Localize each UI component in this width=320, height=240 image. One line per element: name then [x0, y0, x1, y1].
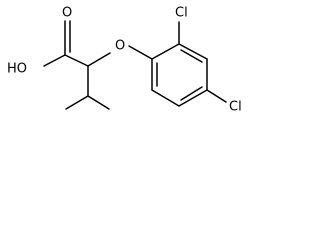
bond-ring-to-cl-para	[206, 89, 227, 103]
ring-double-c4-c5	[180, 86, 203, 101]
bond-isopropyl-methyl-left	[65, 95, 89, 110]
atom-label-chlorine-para: Cl	[229, 100, 242, 115]
ring-bond-c1-c2	[151, 43, 180, 60]
bond-isopropyl-methyl-right	[87, 95, 110, 110]
chemical-structure: O HO O Cl Cl	[7, 6, 242, 115]
atom-label-carbonyl-oxygen: O	[62, 6, 72, 21]
ring-bond-c4-c5	[178, 89, 208, 107]
bond-carbonyl-to-alpha	[64, 54, 89, 67]
atom-label-chlorine-ortho: Cl	[175, 6, 188, 21]
ring-bond-c2-c3	[178, 43, 208, 60]
bond-c-oh	[43, 54, 66, 67]
atom-label-hydroxyl: HO	[7, 62, 27, 77]
ring-bond-c5-c6	[151, 89, 180, 107]
bond-ether-o-to-ring	[128, 45, 153, 60]
ring-double-c2-c3	[180, 49, 203, 63]
bond-alpha-to-ether-o	[87, 52, 111, 67]
atom-label-ether-oxygen: O	[115, 39, 125, 54]
